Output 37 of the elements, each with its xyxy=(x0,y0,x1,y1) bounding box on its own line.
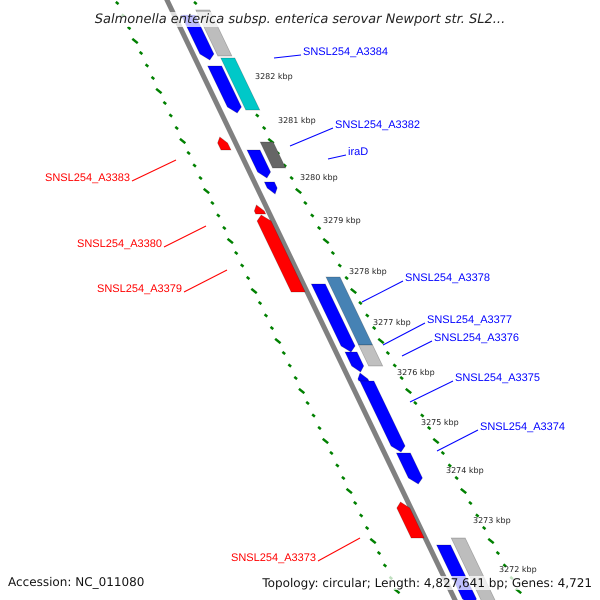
gene-label: SNSL254_A3379 xyxy=(96,284,182,294)
scale-label: 3273 kbp xyxy=(473,517,511,525)
gene-label: SNSL254_A3383 xyxy=(44,172,130,184)
gene-label: SNSL254_A3378 xyxy=(405,272,490,284)
leader-line xyxy=(402,340,432,356)
leader-line xyxy=(328,154,346,160)
leader-line xyxy=(410,380,454,402)
leader-line xyxy=(132,160,176,182)
scale-label: 3275 kbp xyxy=(421,419,459,427)
gene-label: SNSL254_A3373 xyxy=(230,552,316,564)
leader-line xyxy=(164,226,206,248)
leader-line xyxy=(184,270,228,292)
genome-summary: Topology: circular; Length: 4,827,641 bp; Genes: 4,721 xyxy=(262,576,592,590)
gene-label: SNSL254_A3375 xyxy=(455,372,540,384)
scale-label: 3272 kbp xyxy=(499,566,537,574)
gene-label: SNSL254_A3377 xyxy=(427,314,512,326)
leader-line xyxy=(436,430,478,452)
scale-label: 3278 kbp xyxy=(349,268,387,276)
scale-label: 3281 kbp xyxy=(278,117,316,125)
leader-line xyxy=(382,322,426,346)
leader-line xyxy=(290,128,334,146)
scale-label: 3276 kbp xyxy=(397,369,435,377)
gene-label: SNSL254_A3384 xyxy=(303,46,388,58)
scale-label: 3282 kbp xyxy=(255,73,293,81)
leader-line xyxy=(318,538,360,562)
leader-line xyxy=(362,280,404,302)
gene-label: SNSL254_A3376 xyxy=(434,332,520,344)
gene-label: iraD xyxy=(348,146,368,158)
leader-line xyxy=(274,54,302,58)
gene-label: SNSL254_A3380 xyxy=(76,238,162,250)
scale-label: 3280 kbp xyxy=(300,174,338,182)
scale-label: 3274 kbp xyxy=(446,467,484,475)
gene-label: SNSL254_A3382 xyxy=(335,120,420,130)
scale-label: 3277 kbp xyxy=(373,319,411,327)
scale-label: 3279 kbp xyxy=(323,217,361,225)
gene-label: SNSL254_A3374 xyxy=(480,422,566,432)
accession-label: Accession: NC_011080 xyxy=(8,576,144,588)
